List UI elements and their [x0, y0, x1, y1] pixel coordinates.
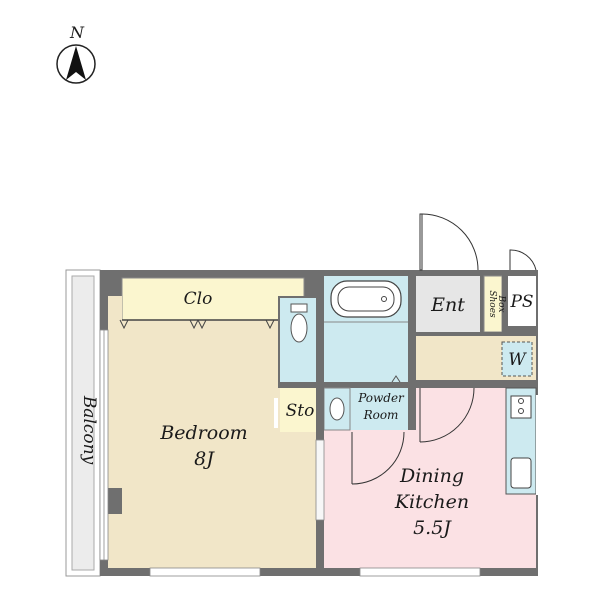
closet-side — [108, 296, 122, 320]
powder-room-line2: Room — [363, 408, 399, 422]
ps-door — [509, 249, 537, 271]
closet-label: Clo — [184, 289, 213, 309]
washer-label: W — [508, 350, 527, 370]
toilet-bowl-icon — [290, 313, 308, 343]
bedroom-size: 8J — [194, 448, 215, 470]
toilet-tank-icon — [290, 303, 308, 313]
pipe-space — [508, 276, 536, 326]
kitchen-sink-icon — [510, 457, 532, 489]
kitchen-door — [419, 387, 475, 443]
powder-door — [351, 431, 405, 485]
storage-label: Sto — [286, 401, 315, 421]
entrance-label: Ent — [430, 294, 465, 316]
dining-kitchen-line2: Kitchen — [394, 491, 469, 513]
north-arrow-needle — [66, 46, 86, 80]
dining-kitchen-size: 5.5J — [413, 517, 452, 539]
compass-label: N — [69, 23, 85, 42]
dining-kitchen-line1: Dining — [399, 465, 464, 487]
entrance-floor — [416, 276, 480, 332]
bedroom-name: Bedroom — [159, 422, 247, 444]
balcony-label: Balcony — [79, 395, 99, 465]
front-door — [419, 213, 479, 271]
shoes-box-line1: Shoes — [487, 290, 497, 318]
stove-icon — [510, 395, 532, 419]
shoes-box-line2: Box — [496, 294, 506, 312]
compass: N — [56, 23, 96, 84]
powder-room-line1: Powder — [357, 391, 405, 405]
balcony: Balcony — [65, 269, 101, 577]
washer-space — [501, 341, 533, 377]
storage-floor — [280, 388, 316, 432]
closet-floor — [121, 277, 305, 321]
pipe-space-label: PS — [509, 292, 533, 312]
